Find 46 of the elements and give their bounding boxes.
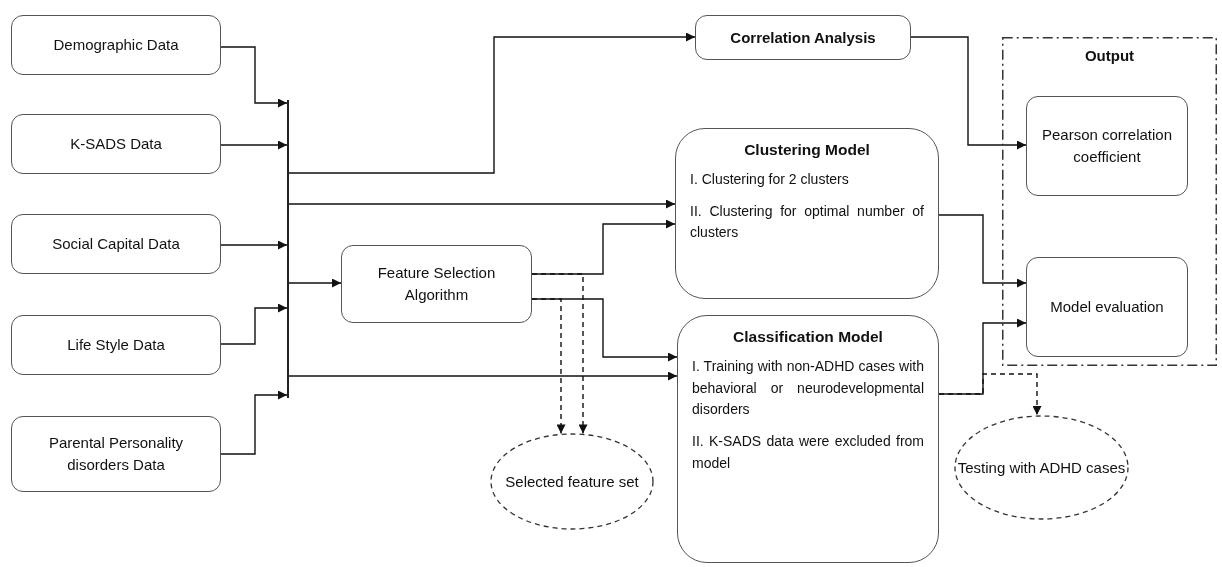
arrow (910, 36, 1027, 150)
arrow (220, 303, 288, 345)
node-label: Social Capital Data (52, 234, 180, 255)
node-label: Testing with ADHD cases (957, 457, 1126, 478)
process-box (11, 416, 221, 492)
node-label: Correlation Analysis (730, 27, 876, 48)
process-box (11, 315, 221, 375)
process-box (341, 245, 532, 323)
node-label: Life Style Data (67, 335, 165, 356)
arrow (531, 273, 588, 435)
node-label: Selected feature set (505, 471, 639, 492)
description: II. K-SADS data were excluded from model (692, 432, 924, 473)
dashed-ellipse (490, 433, 654, 530)
arrow (220, 390, 288, 455)
description: I. Training with non-ADHD cases with behavioral or neurodevelopmental disorders (692, 357, 924, 420)
arrow (938, 373, 1042, 416)
process-box (695, 15, 911, 60)
arrow (938, 214, 1027, 288)
arrow (220, 140, 288, 150)
model-box (677, 315, 939, 563)
arrow (288, 32, 696, 174)
process-box (11, 214, 221, 274)
description: II. Clustering for optimal number of clusters (690, 201, 924, 243)
process-box (1026, 257, 1188, 357)
heading: Output (1083, 47, 1136, 64)
node-label: Model evaluation (1050, 297, 1164, 318)
arrow (531, 298, 566, 435)
process-box (1026, 96, 1188, 196)
arrow (288, 199, 676, 209)
process-box (11, 114, 221, 174)
node-label: Pearson correlation coefficient (1040, 125, 1174, 167)
arrow (220, 240, 288, 250)
arrow (288, 371, 678, 381)
node-label: Parental Personality disorders Data (47, 433, 185, 475)
node-label: K-SADS Data (70, 134, 162, 155)
heading: Classification Model (732, 328, 884, 346)
heading: Clustering Model (743, 141, 871, 159)
output-group (1002, 37, 1217, 366)
process-box (11, 15, 221, 75)
node-label: Feature Selection Algorithm (376, 263, 497, 305)
model-box (675, 128, 939, 299)
arrow (288, 278, 342, 288)
node-label: Demographic Data (53, 35, 179, 56)
description: I. Clustering for 2 clusters (690, 170, 850, 189)
arrow (220, 46, 288, 108)
dashed-ellipse (954, 415, 1129, 520)
